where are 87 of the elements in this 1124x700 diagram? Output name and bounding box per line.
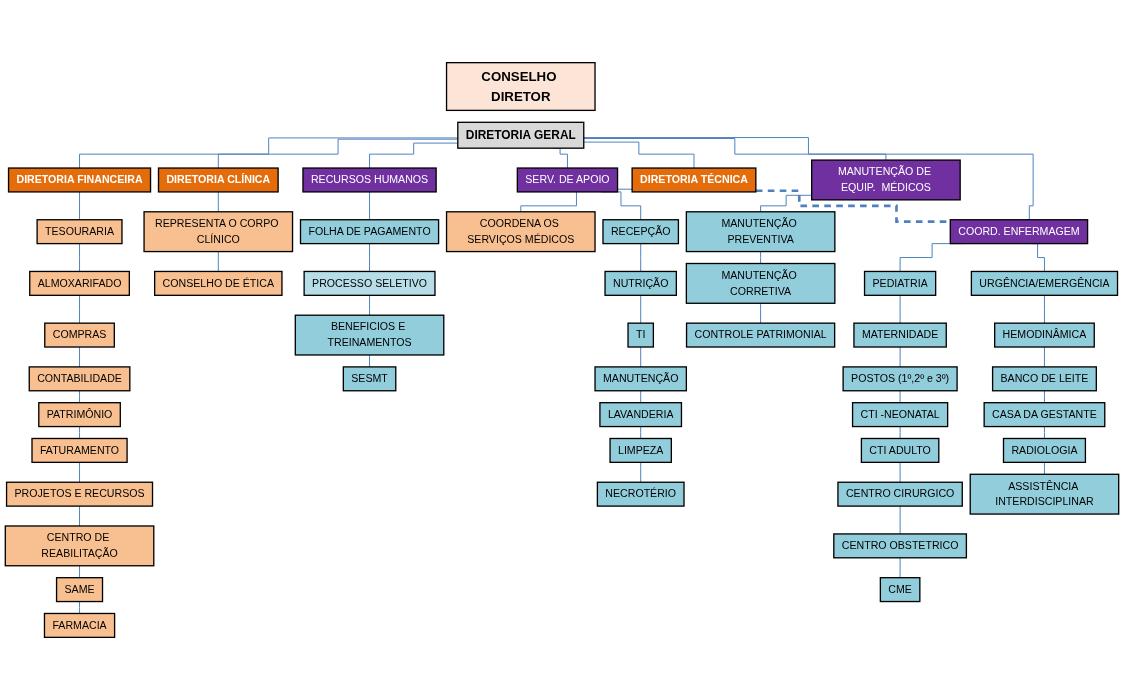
connector [640, 243, 642, 272]
connector [899, 426, 901, 439]
connector [760, 251, 762, 264]
node-box: COMPRAS [44, 322, 115, 348]
connector [79, 243, 81, 272]
node-box: PEDIATRIA [863, 270, 937, 296]
connector [760, 302, 762, 324]
connector [79, 346, 81, 368]
connector [1043, 294, 1045, 324]
connector [899, 294, 901, 324]
node-box: ASSISTÊNCIA INTERDISCIPLINAR [969, 473, 1120, 515]
node-box: LIMPEZA [609, 437, 672, 463]
node-box: RECEPÇÃO [602, 219, 680, 245]
connector [1043, 346, 1045, 368]
node-box: CTI -NEONATAL [851, 402, 949, 428]
node-box: NUTRIÇÃO [604, 270, 677, 296]
connector [369, 191, 371, 221]
node-box: ALMOXARIFADO [29, 270, 130, 296]
connector [217, 191, 219, 213]
node-box: DIRETORIA FINANCEIRA [7, 167, 152, 193]
node-box: FARMACIA [43, 612, 116, 638]
node-box: CONTROLE PATRIMONIAL [685, 322, 836, 348]
node-box: URGÊNCIA/EMERGÊNCIA [970, 270, 1119, 296]
node-box: NECROTÉRIO [596, 481, 685, 507]
connector [217, 251, 219, 272]
connector [640, 346, 642, 368]
connector [369, 294, 371, 316]
connector [79, 191, 81, 221]
node-box: FATURAMENTO [31, 437, 128, 463]
connector [369, 243, 371, 272]
node-box: MANUTENÇÃO [594, 366, 688, 392]
node-box: CENTRO OBSTETRICO [833, 533, 968, 559]
node-box: FOLHA DE PAGAMENTO [299, 219, 440, 245]
node-box: CONSELHO DIRETOR [445, 62, 596, 112]
node-box: SESMT [342, 366, 397, 392]
connector [899, 461, 901, 483]
connector [899, 346, 901, 368]
node-box: POSTOS (1º,2º e 3º) [842, 366, 958, 392]
node-box: CME [879, 577, 921, 603]
connector [583, 141, 695, 169]
connector [640, 390, 642, 404]
connector [1043, 390, 1045, 404]
node-box: BANCO DE LEITE [991, 366, 1097, 392]
node-box: TI [627, 322, 655, 348]
node-box: DIRETORIA GERAL [457, 121, 585, 149]
connector [640, 294, 642, 324]
node-box: RADIOLOGIA [1002, 437, 1087, 463]
node-box: CENTRO DE REABILITAÇÃO [4, 525, 155, 567]
node-box: DIRETORIA CLÍNICA [157, 167, 279, 193]
node-box: MANUTENÇÃO CORRETIVA [685, 262, 836, 304]
node-box: PROCESSO SELETIVO [303, 270, 436, 296]
node-box: HEMODINÂMICA [994, 322, 1095, 348]
connector [79, 426, 81, 439]
node-box: SERV. DE APOIO [516, 167, 619, 193]
node-box: PATRIMÔNIO [38, 402, 121, 428]
connector [79, 565, 81, 579]
connector [79, 294, 81, 324]
node-box: MANUTENÇÃO PREVENTIVA [685, 211, 836, 253]
node-box: SAME [55, 577, 104, 603]
connector [79, 601, 81, 614]
node-box: CONTABILIDADE [28, 366, 131, 392]
node-box: COORD. ENFERMAGEM [949, 219, 1089, 245]
node-box: CASA DA GESTANTE [983, 402, 1106, 428]
connector [899, 390, 901, 404]
node-box: PROJETOS E RECURSOS [5, 481, 154, 507]
connector [1043, 426, 1045, 439]
node-box: DIRETORIA TÉCNICA [631, 167, 757, 193]
connector [79, 461, 81, 483]
node-box: COORDENA OS SERVIÇOS MÉDICOS [445, 211, 596, 253]
connector [640, 461, 642, 483]
node-box: TESOURARIA [36, 219, 123, 245]
connector [79, 505, 81, 527]
node-box: MATERNIDADE [853, 322, 947, 348]
node-box: LAVANDERIA [599, 402, 683, 428]
connector [79, 390, 81, 404]
connector [640, 426, 642, 439]
node-box: RECURSOS HUMANOS [302, 167, 437, 193]
node-box: CONSELHO DE ÉTICA [154, 270, 283, 296]
node-box: CENTRO CIRURGICO [837, 481, 963, 507]
connector [583, 138, 887, 161]
connector [1043, 461, 1045, 475]
node-box: CTI ADULTO [860, 437, 940, 463]
node-box: MANUTENÇÃO DE EQUIP. MÉDICOS [811, 159, 961, 201]
node-box: REPRESENTA O CORPO CLÍNICO [143, 211, 294, 253]
node-box: BENEFICIOS E TREINAMENTOS [294, 314, 445, 356]
connector [899, 557, 901, 579]
connector [899, 505, 901, 535]
